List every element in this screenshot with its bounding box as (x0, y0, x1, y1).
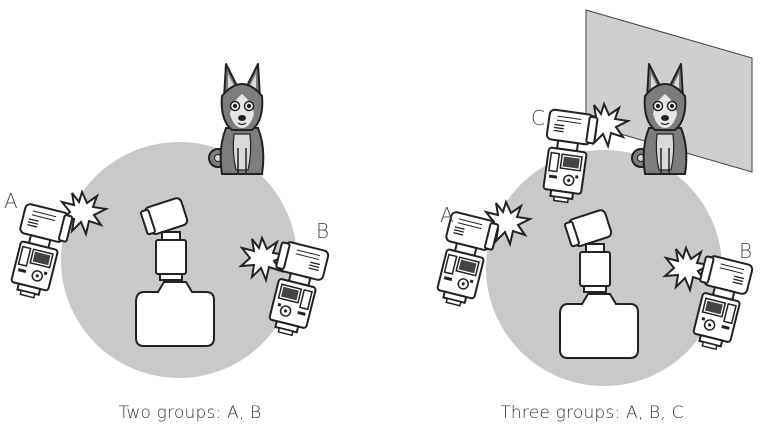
group-label-b: B (316, 219, 329, 243)
diagram-three-groups: C A B (431, 10, 753, 386)
caption-two-groups: Two groups: A, B (90, 403, 290, 423)
group-label-c: C (531, 106, 545, 130)
caption-three-groups: Three groups: A, B, C (472, 403, 712, 423)
group-label-a: A (440, 203, 454, 227)
group-label-a: A (4, 189, 18, 213)
diagram-two-groups: A B (4, 64, 329, 378)
group-label-b: B (739, 239, 752, 263)
dog-icon (209, 64, 263, 174)
